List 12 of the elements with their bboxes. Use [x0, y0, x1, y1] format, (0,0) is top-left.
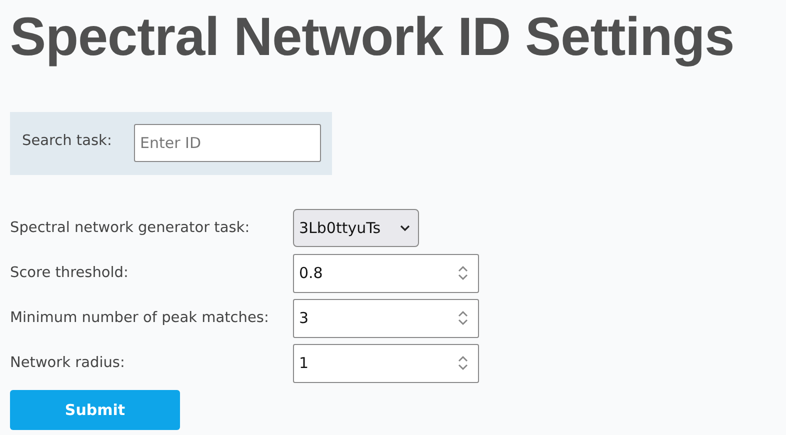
- submit-button: Submit: [10, 390, 180, 430]
- dropdown-select: 3Lb0ttyuTs: [293, 209, 419, 247]
- number-input: 1: [293, 344, 479, 383]
- input-field: Enter ID: [134, 124, 321, 162]
- number-input: 3: [293, 299, 479, 338]
- page-title: Spectral Network ID Settings: [10, 6, 734, 69]
- field-label: Search task:: [22, 133, 112, 149]
- field-label: Network radius:: [10, 355, 125, 371]
- field-label: Minimum number of peak matches:: [10, 310, 269, 326]
- field-label: Spectral network generator task:: [10, 220, 250, 236]
- field-label: Score threshold:: [10, 265, 128, 281]
- number-input: 0.8: [293, 254, 479, 293]
